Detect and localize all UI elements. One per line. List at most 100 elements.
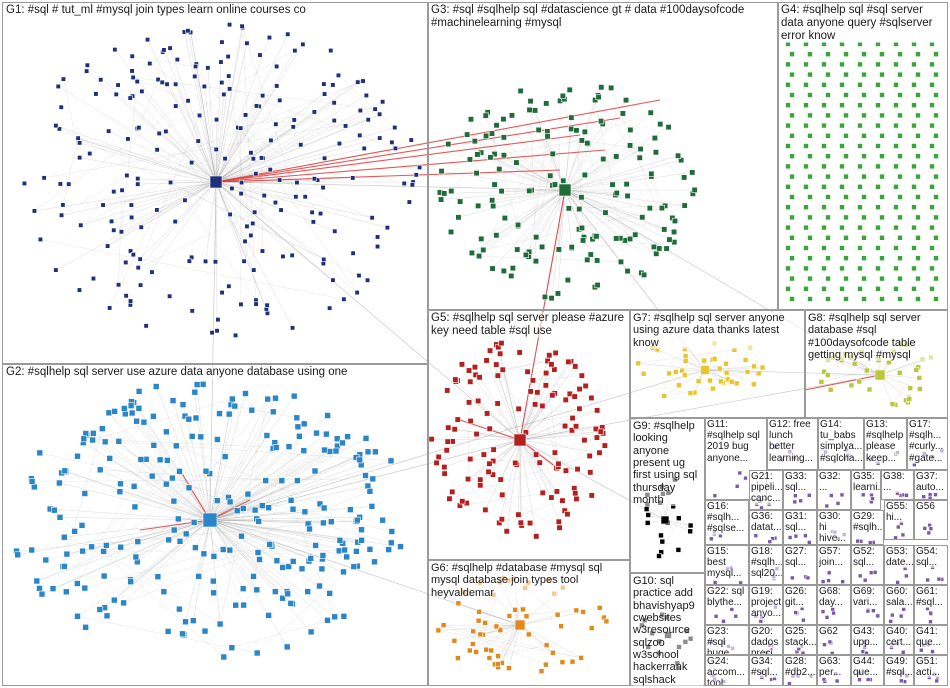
node-G5 bbox=[552, 450, 558, 456]
node-G4 bbox=[858, 82, 863, 87]
node-G8 bbox=[852, 361, 857, 366]
node-G2 bbox=[136, 405, 142, 411]
node-G2 bbox=[61, 534, 67, 540]
node-G3 bbox=[672, 218, 678, 224]
node-G4 bbox=[934, 297, 939, 302]
node-G4 bbox=[880, 72, 885, 77]
node-G5 bbox=[582, 437, 588, 443]
node-G6 bbox=[496, 654, 501, 659]
node-G2 bbox=[314, 430, 320, 436]
node-G1 bbox=[362, 146, 367, 151]
node-G1 bbox=[227, 22, 232, 27]
group-label-G43: G43: upp... bbox=[853, 626, 883, 648]
node-G1 bbox=[61, 203, 66, 208]
node-G1 bbox=[402, 181, 407, 186]
node-G4 bbox=[862, 72, 867, 77]
node-G3 bbox=[555, 291, 561, 297]
node-G4 bbox=[876, 286, 881, 291]
node-G5 bbox=[452, 427, 458, 433]
node-G3 bbox=[442, 191, 448, 197]
node-G4 bbox=[894, 62, 899, 67]
node-G4 bbox=[880, 52, 885, 57]
node-G2 bbox=[79, 522, 85, 528]
node-G3 bbox=[528, 98, 534, 104]
node-G4 bbox=[786, 164, 791, 169]
node-G4 bbox=[790, 276, 795, 281]
node-G4 bbox=[916, 113, 921, 118]
node-G11 bbox=[738, 471, 742, 475]
node-G4 bbox=[840, 144, 845, 149]
node-G1 bbox=[56, 84, 61, 89]
node-G3 bbox=[464, 132, 470, 138]
node-G11 bbox=[744, 476, 748, 480]
node-G5 bbox=[583, 383, 589, 389]
edge-G5 bbox=[468, 402, 469, 479]
node-G2 bbox=[151, 442, 157, 448]
node-G1 bbox=[239, 191, 244, 196]
node-G36 bbox=[768, 540, 772, 544]
node-G35 bbox=[871, 497, 875, 501]
node-G7 bbox=[724, 370, 729, 375]
node-G1 bbox=[129, 215, 134, 220]
node-G3 bbox=[647, 205, 653, 211]
node-G1 bbox=[329, 48, 334, 53]
edge-G5 bbox=[566, 427, 602, 470]
node-G2 bbox=[183, 531, 189, 537]
edge-inter-group bbox=[216, 182, 520, 440]
node-G2 bbox=[220, 547, 226, 553]
node-G4 bbox=[844, 276, 849, 281]
group-label-G53: G53: date... bbox=[886, 546, 913, 568]
node-G2 bbox=[332, 614, 338, 620]
edge-G5 bbox=[520, 410, 597, 440]
node-G3 bbox=[472, 138, 478, 144]
node-G7 bbox=[662, 394, 667, 399]
node-G1 bbox=[337, 141, 342, 146]
node-G2 bbox=[138, 457, 144, 463]
node-G7 bbox=[710, 386, 715, 391]
node-G5 bbox=[553, 350, 559, 356]
group-label-G19: G19: project anyo... bbox=[751, 586, 782, 620]
node-G1 bbox=[242, 259, 247, 264]
node-G2 bbox=[90, 437, 96, 443]
node-G1 bbox=[227, 87, 232, 92]
group-label-G49: G49: #sql... bbox=[886, 656, 913, 678]
node-G3 bbox=[501, 268, 507, 274]
node-G2 bbox=[62, 468, 68, 474]
node-G1 bbox=[112, 228, 117, 233]
node-G1 bbox=[385, 225, 390, 230]
edge-G5 bbox=[470, 459, 539, 463]
node-G2 bbox=[72, 528, 78, 534]
node-G2 bbox=[121, 600, 127, 606]
node-G4 bbox=[862, 52, 867, 57]
group-label-G18: G18: #sqlh... sql20... bbox=[751, 546, 782, 580]
node-G4 bbox=[930, 266, 935, 271]
node-G2 bbox=[165, 628, 171, 634]
edge-G1 bbox=[140, 182, 216, 259]
node-G4 bbox=[804, 123, 809, 128]
node-G2 bbox=[29, 547, 35, 553]
edge-G2 bbox=[210, 520, 320, 586]
node-G5 bbox=[504, 529, 510, 535]
node-G1 bbox=[254, 172, 259, 177]
node-G4 bbox=[804, 164, 809, 169]
node-G3 bbox=[479, 236, 485, 242]
node-G2 bbox=[39, 591, 45, 597]
node-G4 bbox=[862, 133, 867, 138]
node-G1 bbox=[279, 208, 284, 213]
node-G4 bbox=[934, 154, 939, 159]
node-G2 bbox=[294, 478, 300, 484]
edge-G2 bbox=[166, 484, 391, 543]
edge-G2 bbox=[50, 509, 210, 520]
edge-G1 bbox=[62, 182, 216, 215]
node-G2 bbox=[389, 529, 395, 535]
node-G1 bbox=[252, 210, 257, 215]
node-G2 bbox=[319, 566, 325, 572]
edge-G1 bbox=[34, 101, 188, 211]
node-G5 bbox=[573, 491, 579, 497]
node-G1 bbox=[155, 208, 160, 213]
node-G4 bbox=[844, 256, 849, 261]
node-G5 bbox=[549, 495, 555, 501]
node-G7 bbox=[718, 379, 723, 384]
node-G3 bbox=[532, 108, 538, 114]
edge-G7 bbox=[638, 363, 705, 370]
